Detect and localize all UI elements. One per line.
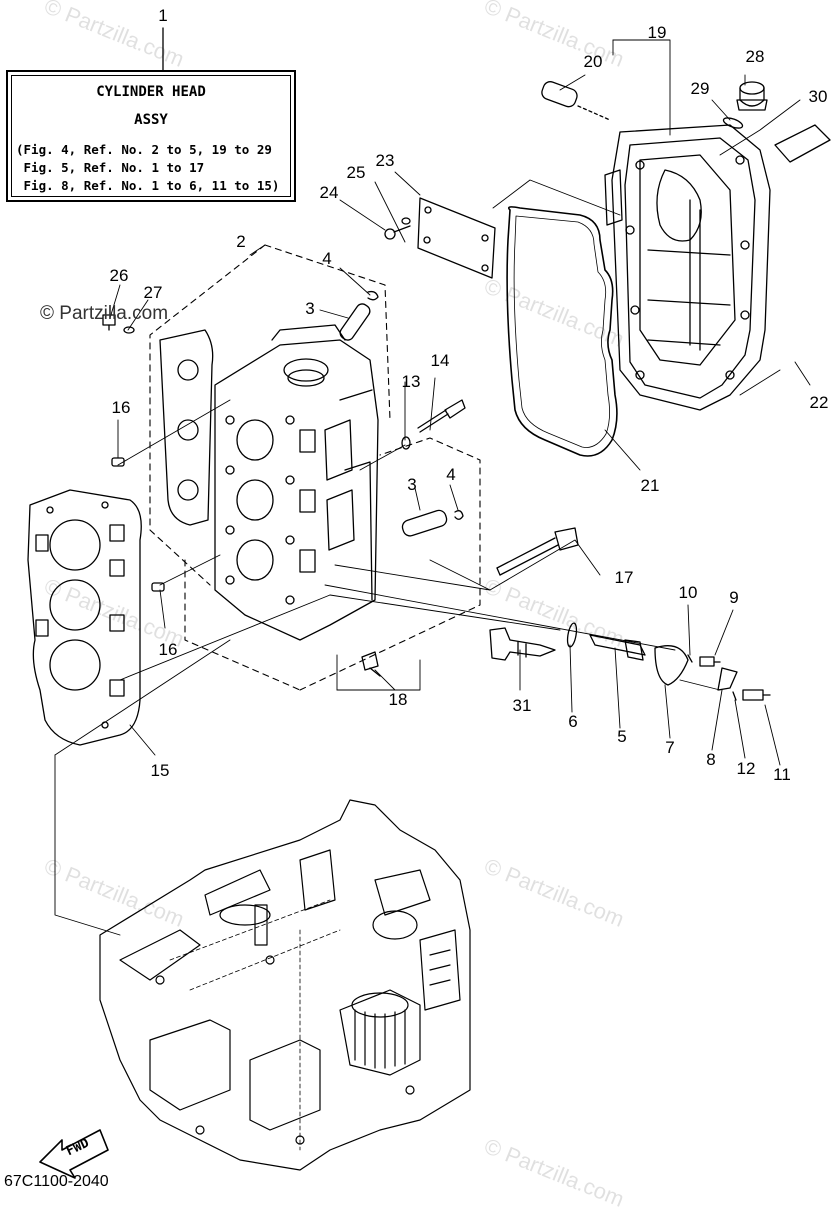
callout-2: 2 [236,232,246,251]
callout-4: 4 [322,249,332,268]
cylinder-head [214,324,379,641]
leader-lines [54,39,811,936]
info-box-ref-line: Fig. 8, Ref. No. 1 to 6, 11 to 15) [16,178,280,193]
callout-15: 15 [150,761,170,780]
bolt-24 [384,225,411,240]
callout-26: 26 [109,266,129,285]
part-5 [589,634,646,661]
callout-20: 20 [583,52,603,71]
bolt-14 [417,399,466,433]
assembly-dash-lines [149,244,481,691]
callout-11: 11 [773,765,791,784]
plate-23 [417,197,496,279]
sleeve-3-upper [339,303,371,341]
info-box-ref-line: Fig. 5, Ref. No. 1 to 17 [16,160,205,175]
callout-18: 18 [388,690,408,709]
pin-16-lower [151,582,165,592]
callout-6: 6 [568,712,578,731]
callout-1: 1 [158,6,168,25]
callout-13: 13 [401,372,421,391]
bolt-11 [742,689,771,701]
bolt-18 [361,651,381,677]
part-10 [687,654,693,663]
o-ring-29 [722,117,744,129]
callout-3: 3 [407,475,417,494]
part-8 [717,667,738,691]
exhaust-manifold-gasket [159,329,214,526]
head-cover-gasket [506,206,618,457]
callout-5: 5 [617,727,627,746]
head-gasket-15 [27,489,142,746]
callout-16: 16 [111,398,131,417]
cylinder-head-cover [604,124,771,411]
callout-17: 17 [614,568,634,587]
info-box-border [11,75,291,197]
crankcase-block [99,799,471,1171]
sleeve-3-lower [401,509,448,537]
part-7 [654,645,689,686]
watermark-strong: © Partzilla.com [40,303,169,324]
screw-9 [699,656,721,667]
callout-22: 22 [809,393,829,412]
washer-12 [732,691,737,701]
callout-8: 8 [706,750,716,769]
callout-16: 16 [158,640,178,659]
callout-23: 23 [375,151,395,170]
callout-25: 25 [346,163,366,182]
fwd-arrow-icon [39,1129,109,1179]
bolt-17 [496,527,579,576]
dowel-pin-20 [541,81,611,121]
diagram-part-code: 67C1100-2040 [4,1173,109,1190]
part-6 [566,622,578,648]
washer-13 [401,436,411,450]
callout-31: 31 [512,696,532,715]
callout-7: 7 [665,738,675,757]
info-box-title-line1: CYLINDER HEAD [96,84,206,100]
callout-21: 21 [640,476,660,495]
oil-filler-cap-28 [736,81,768,111]
callout-27: 27 [143,283,163,302]
callout-9: 9 [729,588,739,607]
label-30 [774,124,831,163]
info-box-ref-line: (Fig. 4, Ref. No. 2 to 5, 19 to 29 [16,142,272,157]
callout-30: 30 [808,87,828,106]
assembly-info-box: CYLINDER HEAD ASSY (Fig. 4, Ref. No. 2 t… [6,70,296,202]
washer-25 [401,217,411,225]
callout-14: 14 [430,351,450,370]
callout-12: 12 [736,759,756,778]
spark-plug-31 [489,627,556,661]
circlip-4-lower [454,510,464,520]
callout-29: 29 [690,79,710,98]
callout-28: 28 [745,47,765,66]
callout-4: 4 [446,465,456,484]
callout-19: 19 [647,23,667,42]
callout-24: 24 [319,183,339,202]
info-box-title-line2: ASSY [134,112,168,128]
callout-10: 10 [678,583,698,602]
bolt-26 [102,314,116,331]
washer-27 [123,326,135,334]
callout-3: 3 [305,299,315,318]
circlip-4-upper [367,290,379,301]
pin-16-upper [111,457,125,467]
